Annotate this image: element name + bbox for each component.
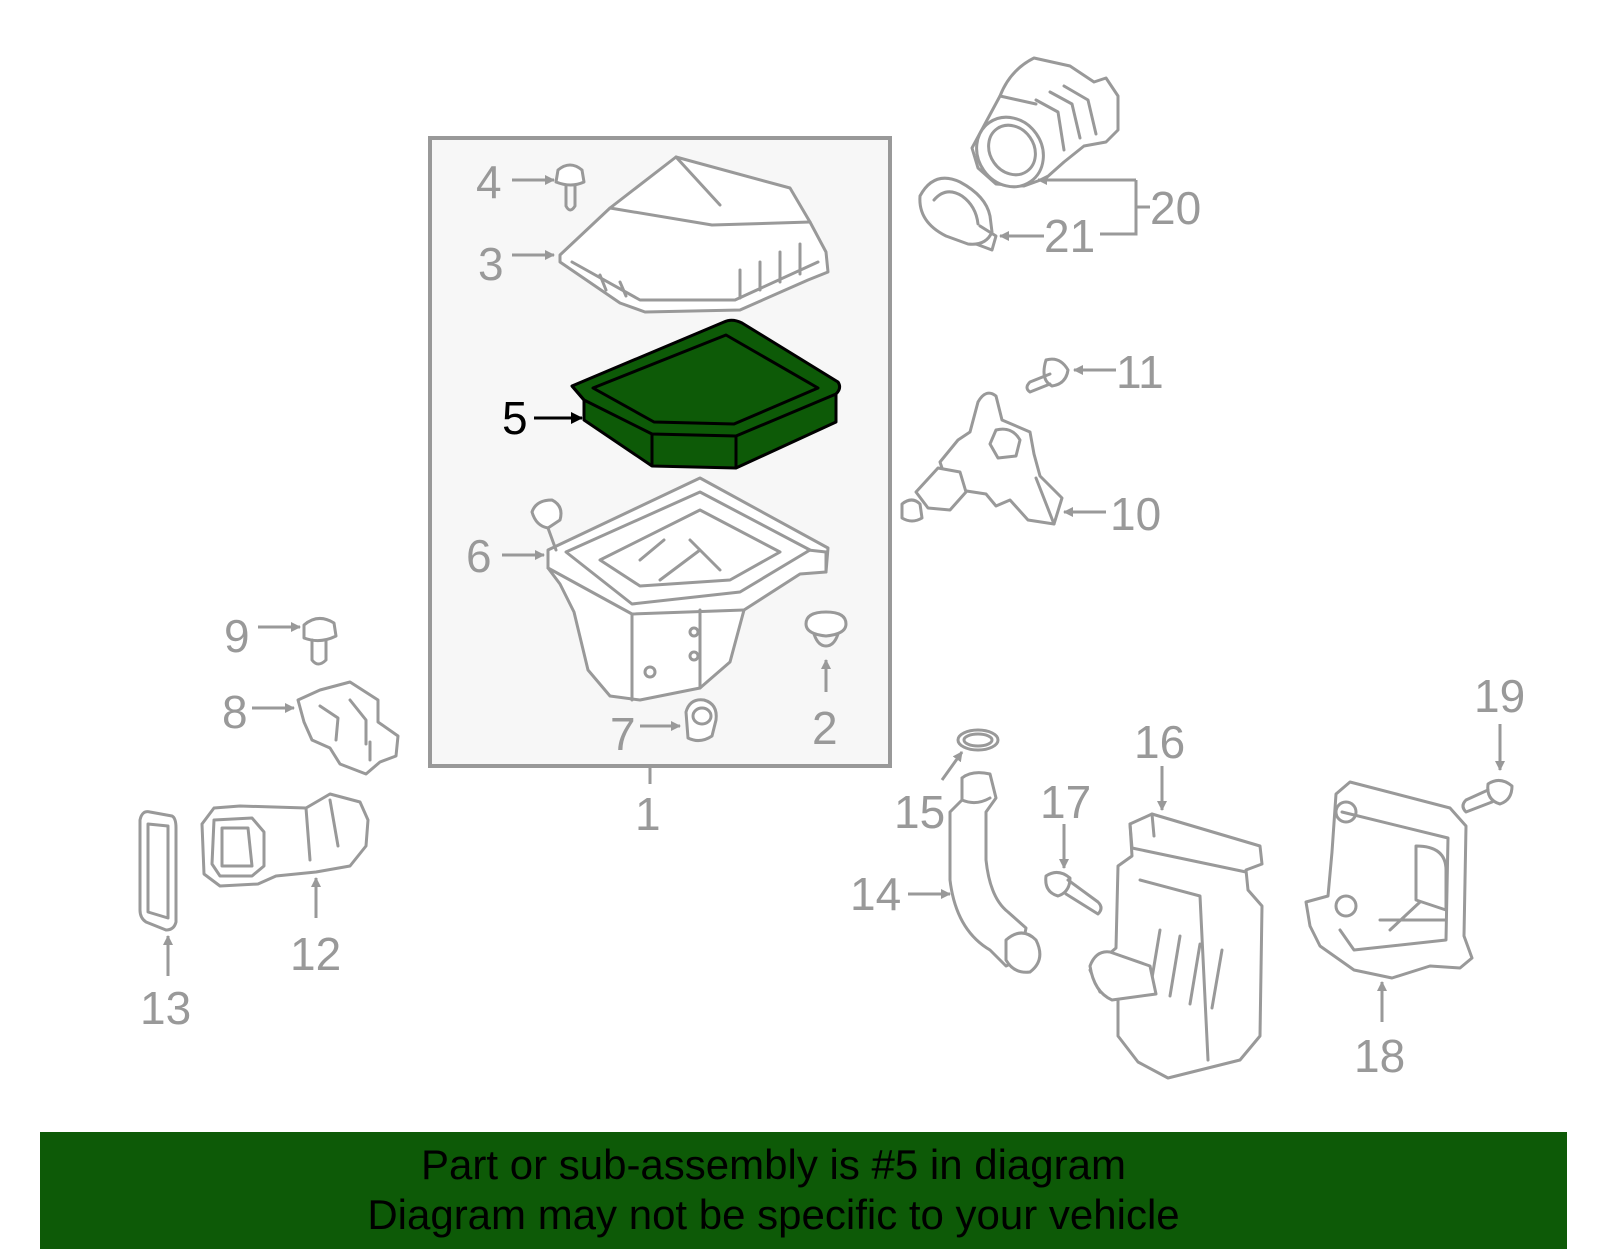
part-15-o-ring[interactable] xyxy=(956,728,1000,752)
callout-12: 12 xyxy=(290,928,341,980)
callout-4: 4 xyxy=(476,156,502,208)
callout-5: 5 xyxy=(502,392,528,444)
callout-3: 3 xyxy=(478,238,504,290)
info-banner: Part or sub-assembly is #5 in diagram Di… xyxy=(40,1132,1567,1249)
part-8-bracket[interactable] xyxy=(296,680,400,776)
banner-line-2: Diagram may not be specific to your vehi… xyxy=(367,1191,1180,1238)
part-13-seal[interactable] xyxy=(138,810,178,932)
callout-10: 10 xyxy=(1110,488,1161,540)
callout-15: 15 xyxy=(894,786,945,838)
callout-17: 17 xyxy=(1040,776,1091,828)
part-2-grommet[interactable] xyxy=(804,610,848,648)
part-10-sensor[interactable] xyxy=(900,391,1064,526)
part-14-hose[interactable] xyxy=(948,771,1042,974)
part-3-cover[interactable] xyxy=(558,155,830,314)
callout-16: 16 xyxy=(1134,716,1185,768)
callouts: 1 2 3 4 5 6 7 8 9 10 11 12 13 xyxy=(140,156,1525,1082)
callout-14: 14 xyxy=(850,868,901,920)
callout-11: 11 xyxy=(1116,346,1164,398)
part-7-bushing[interactable] xyxy=(684,698,718,743)
callout-18: 18 xyxy=(1354,1030,1405,1082)
callout-9: 9 xyxy=(224,610,250,662)
callout-8: 8 xyxy=(222,686,248,738)
part-11-bolt[interactable] xyxy=(1025,357,1070,394)
part-16-resonator[interactable] xyxy=(1088,812,1264,1080)
part-21-clamp[interactable] xyxy=(918,176,998,252)
part-5-air-filter-element[interactable] xyxy=(570,318,842,470)
part-17-bolt[interactable] xyxy=(1044,871,1103,916)
part-12-duct[interactable] xyxy=(200,792,370,888)
part-20-inlet-hose[interactable] xyxy=(963,56,1120,200)
callout-7: 7 xyxy=(610,708,636,760)
part-19-bolt[interactable] xyxy=(1461,779,1514,814)
callout-19: 19 xyxy=(1474,670,1525,722)
callout-21: 21 xyxy=(1044,210,1095,262)
part-9-bolt[interactable] xyxy=(302,617,338,666)
callout-13: 13 xyxy=(140,982,191,1034)
callout-20: 20 xyxy=(1150,182,1201,234)
callout-1: 1 xyxy=(635,788,661,840)
part-18-bracket[interactable] xyxy=(1304,780,1474,980)
part-4-screw[interactable] xyxy=(554,163,586,212)
callout-2: 2 xyxy=(812,702,838,754)
callout-6: 6 xyxy=(466,530,492,582)
part-6-lower-case[interactable] xyxy=(530,476,830,702)
banner-line-1: Part or sub-assembly is #5 in diagram xyxy=(421,1141,1126,1188)
